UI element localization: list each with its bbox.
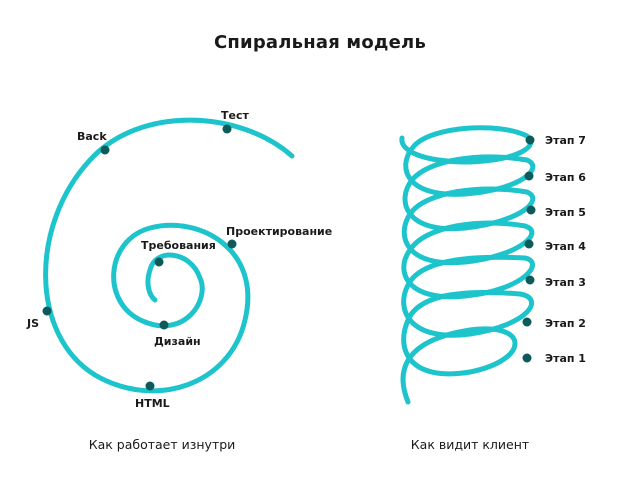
stage-3-label: Этап 3 [545, 276, 586, 289]
stage-5-label: Этап 5 [545, 206, 586, 219]
stage-7-label: Этап 7 [545, 134, 586, 147]
stage-1-label: Этап 1 [545, 352, 586, 365]
stage-4-label: Этап 4 [545, 240, 586, 253]
stage-2-dot [522, 317, 532, 327]
left-caption: Как работает изнутри [89, 437, 236, 452]
back-dot [100, 145, 110, 155]
requirements-label: Требования [141, 239, 216, 252]
design-phase-dot [227, 239, 237, 249]
js-dot [42, 306, 52, 316]
html-dot [145, 381, 155, 391]
ui-design-label: Дизайн [154, 335, 201, 348]
coil-curve [399, 125, 536, 405]
page-title: Спиральная модель [213, 32, 427, 53]
right-caption: Как видит клиент [411, 437, 529, 452]
stage-6-dot [524, 171, 534, 181]
stage-list: Этап 7 Этап 6 Этап 5 Этап 4 Этап 3 Этап … [522, 134, 586, 365]
stage-3-dot [525, 275, 535, 285]
stage-7-dot [525, 135, 535, 145]
test-dot [222, 124, 232, 134]
design-phase-label: Проектирование [226, 225, 332, 238]
ui-design-dot [159, 320, 169, 330]
html-label: HTML [135, 397, 170, 410]
back-label: Back [77, 130, 107, 143]
inner-spiral-curve [43, 117, 295, 394]
stage-4-dot [524, 239, 534, 249]
stage-6-label: Этап 6 [545, 171, 586, 184]
stage-5-dot [526, 205, 536, 215]
stage-2-label: Этап 2 [545, 317, 586, 330]
left-spiral-points: Тест Back Проектирование Требования JS Д… [26, 109, 332, 410]
requirements-dot [154, 257, 164, 267]
js-label: JS [26, 317, 39, 330]
stage-1-dot [522, 353, 532, 363]
test-label: Тест [221, 109, 249, 122]
